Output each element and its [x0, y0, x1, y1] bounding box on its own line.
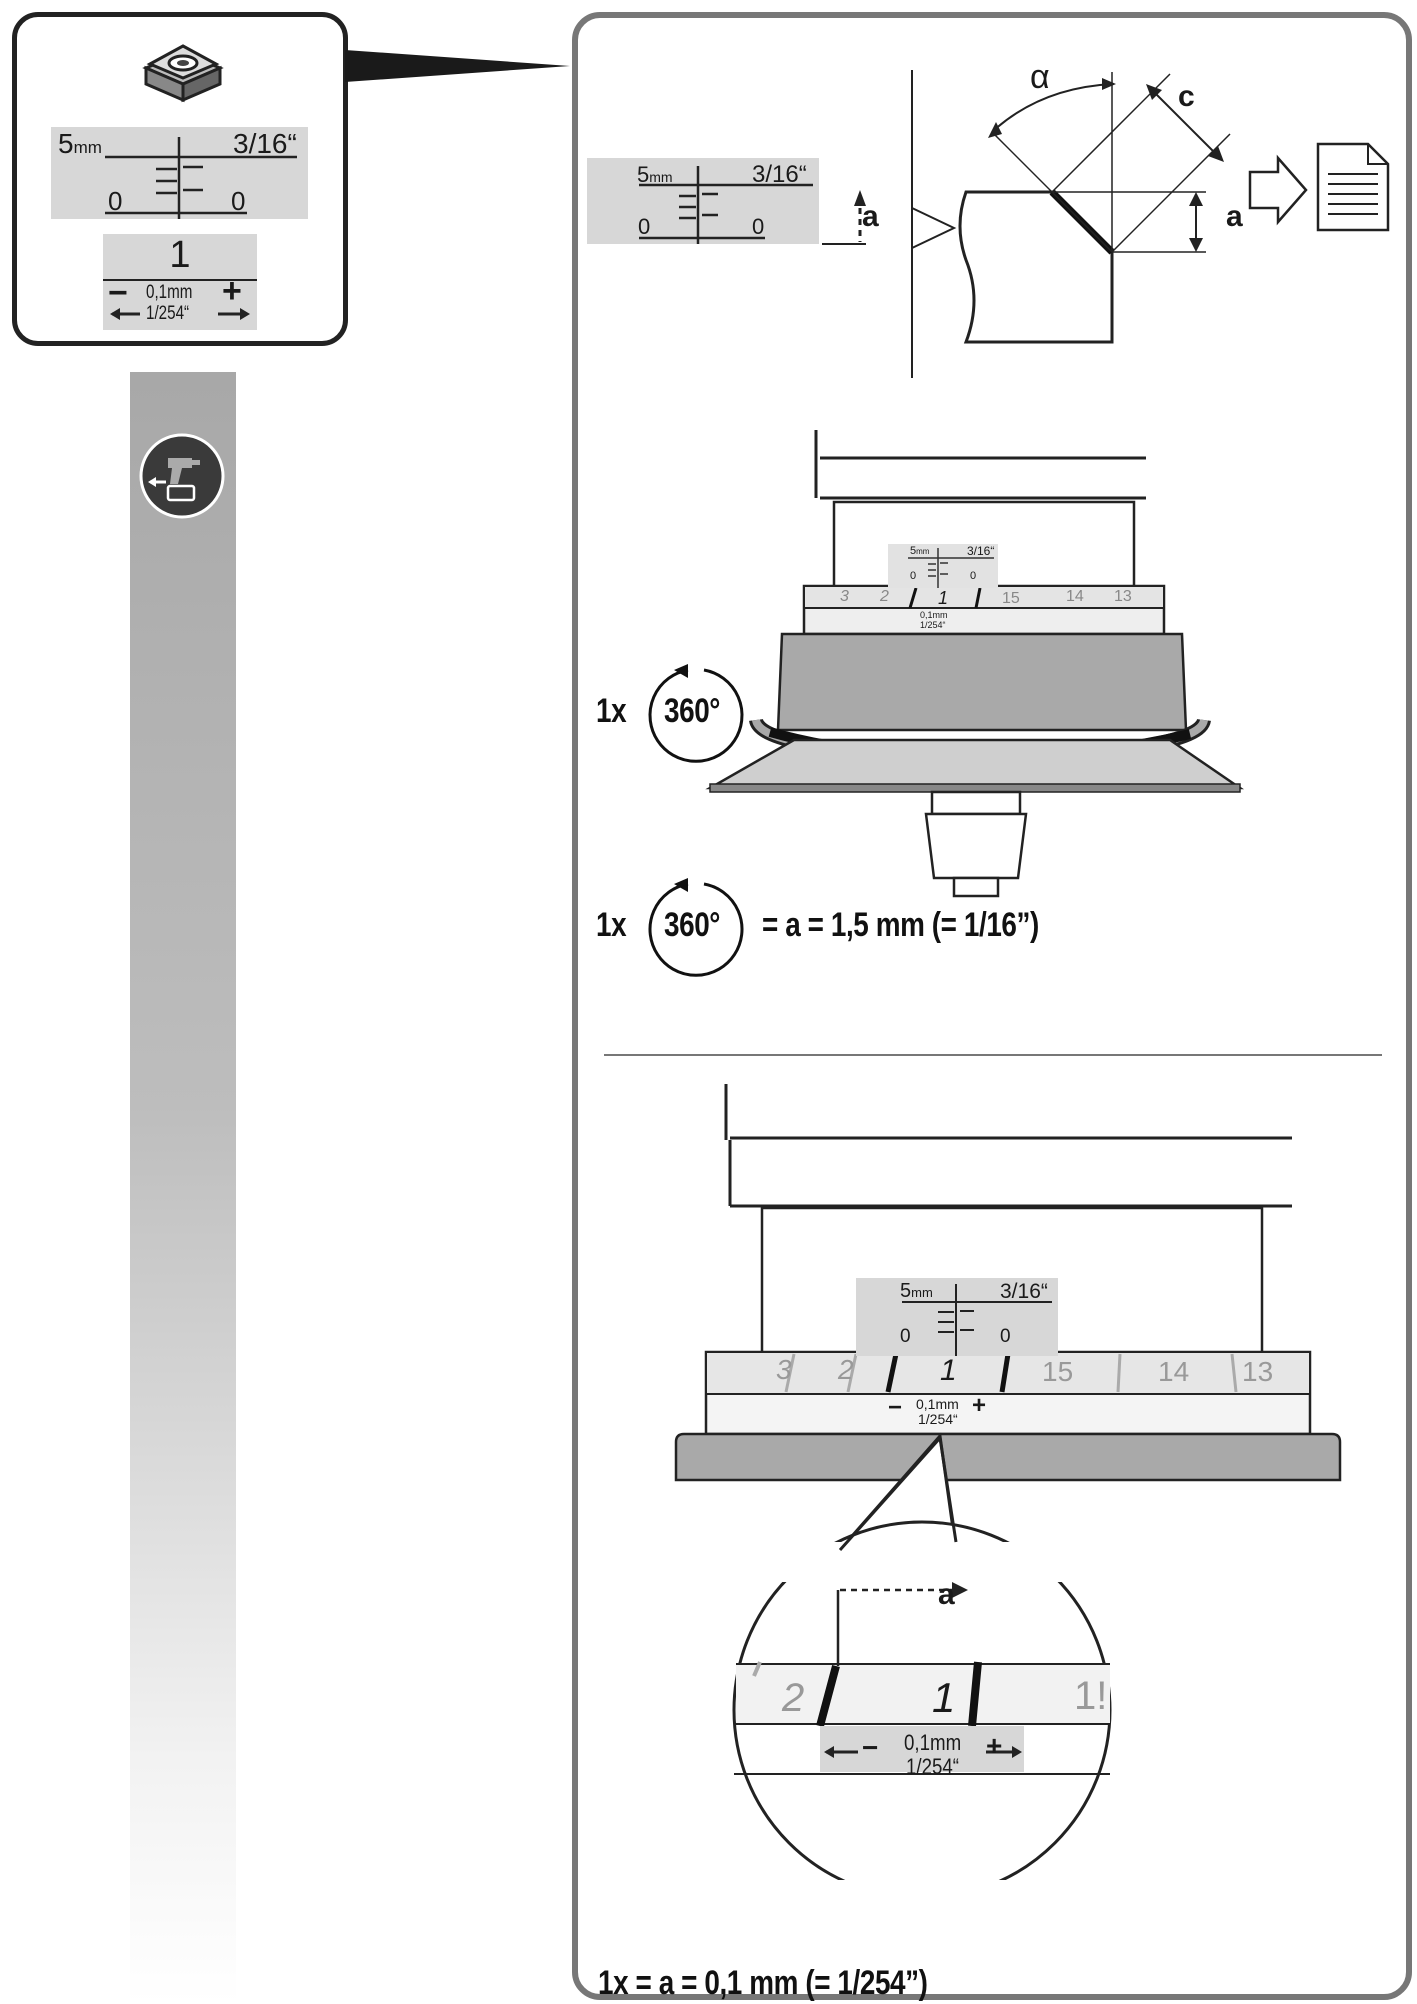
- diagram-c: c: [1178, 80, 1195, 113]
- mid-step-inch: 1/254“: [920, 620, 946, 630]
- document-icon: [1316, 142, 1390, 232]
- rotation-count: 1x: [596, 906, 627, 944]
- router-bit-icon: [142, 44, 224, 103]
- rotation-degrees: 360°: [664, 692, 721, 730]
- mid-dial-number: 2: [880, 588, 889, 605]
- diagram-scale-label: [587, 158, 819, 244]
- mid-scale-zero-right: 0: [970, 570, 977, 582]
- drill-battery-icon: [139, 433, 225, 519]
- diagram-small-a: a: [862, 200, 879, 233]
- step-mm: 0,1mm: [146, 282, 193, 303]
- dial-number: 3: [776, 1354, 792, 1385]
- mid-dial-number: 14: [1066, 588, 1084, 605]
- dial-number: 2: [838, 1354, 854, 1385]
- step-divider: [103, 279, 257, 281]
- diagram-a: a: [1226, 200, 1243, 233]
- zoom-step-plus: +: [986, 1730, 1003, 1761]
- mid-dial-number: 13: [1114, 588, 1132, 605]
- rotation-360-icon: [648, 878, 744, 977]
- mid-dial-number: 3: [840, 588, 849, 605]
- zoom-step-mm: 0,1mm: [904, 1730, 962, 1755]
- mid-scale-zero-left: 0: [910, 570, 917, 582]
- zoom-step-inch: 1/254“: [906, 1754, 960, 1779]
- diagram-scale-zero-left: 0: [638, 214, 651, 239]
- zoom-dial-number: 1!: [1074, 1674, 1108, 1718]
- mid-scale-mm: 5mm: [910, 545, 930, 557]
- bottom-step-minus: −: [888, 1394, 903, 1421]
- dial-number: 1: [940, 1354, 957, 1387]
- bottom-step-inch: 1/254“: [918, 1411, 958, 1427]
- rotation-degrees: 360°: [664, 906, 721, 944]
- scale-zero-left: 0: [108, 186, 123, 216]
- dial-number: 14: [1158, 1356, 1190, 1387]
- mid-dial-number: 15: [1002, 590, 1020, 607]
- bottom-caption: 1x = a = 0,1 mm (= 1/254”): [598, 1964, 928, 2002]
- scale-zero-right: 0: [231, 186, 246, 216]
- dial-closeup-diagram: [674, 1084, 1342, 1880]
- bottom-scale-zero-left: 0: [900, 1326, 911, 1347]
- bottom-scale-mm: 5mm: [900, 1280, 933, 1302]
- mid-dial-number: 1: [938, 588, 949, 608]
- diagram-scale-zero-right: 0: [752, 214, 765, 239]
- mid-scale-label: [888, 544, 998, 588]
- scale-mm-label: 5mm: [58, 128, 102, 159]
- zoom-dial-number: 2: [782, 1676, 805, 1720]
- side-gradient-strip: [130, 372, 236, 2004]
- chamfer-diagram: [822, 70, 1390, 378]
- diagram-scale-inch: 3/16“: [752, 161, 807, 188]
- step-plus: +: [222, 272, 242, 310]
- bottom-step-mm: 0,1mm: [916, 1396, 959, 1412]
- callout-pointer: [345, 50, 570, 82]
- bottom-step-plus: +: [972, 1392, 987, 1419]
- zoom-dial-number: 1: [932, 1674, 956, 1721]
- diagram-alpha: α: [1030, 58, 1050, 96]
- diagram-scale-graphic: [639, 166, 813, 244]
- mid-scale-inch: 3/16“: [967, 544, 995, 558]
- rotation-360-icon: [648, 664, 744, 763]
- step-number: 1: [169, 234, 191, 276]
- mid-scale-graphic: [908, 548, 994, 588]
- step-inch: 1/254“: [146, 303, 190, 324]
- bottom-scale-zero-right: 0: [1000, 1326, 1011, 1347]
- zoom-a-label: a: [938, 1578, 955, 1611]
- step-arrows: [110, 308, 250, 320]
- bottom-scale-graphic: [902, 1284, 1052, 1356]
- scale-inch-label: 3/16“: [233, 128, 297, 159]
- step-minus: −: [108, 274, 128, 312]
- diagram-scale-mm: 5mm: [637, 162, 673, 187]
- router-rotation-diagram: [705, 430, 1245, 898]
- rotation-count: 1x: [596, 692, 627, 730]
- dial-number: 13: [1242, 1356, 1274, 1387]
- mid-step-mm: 0,1mm: [920, 610, 948, 620]
- zoom-step-minus: −: [862, 1732, 879, 1763]
- bottom-scale-inch: 3/16“: [1000, 1280, 1048, 1303]
- full-turn-equation: = a = 1,5 mm (= 1/16”): [762, 906, 1039, 944]
- dial-number: 15: [1042, 1356, 1074, 1387]
- section-divider: [604, 1054, 1382, 1056]
- callout-scale-graphic: [105, 137, 297, 219]
